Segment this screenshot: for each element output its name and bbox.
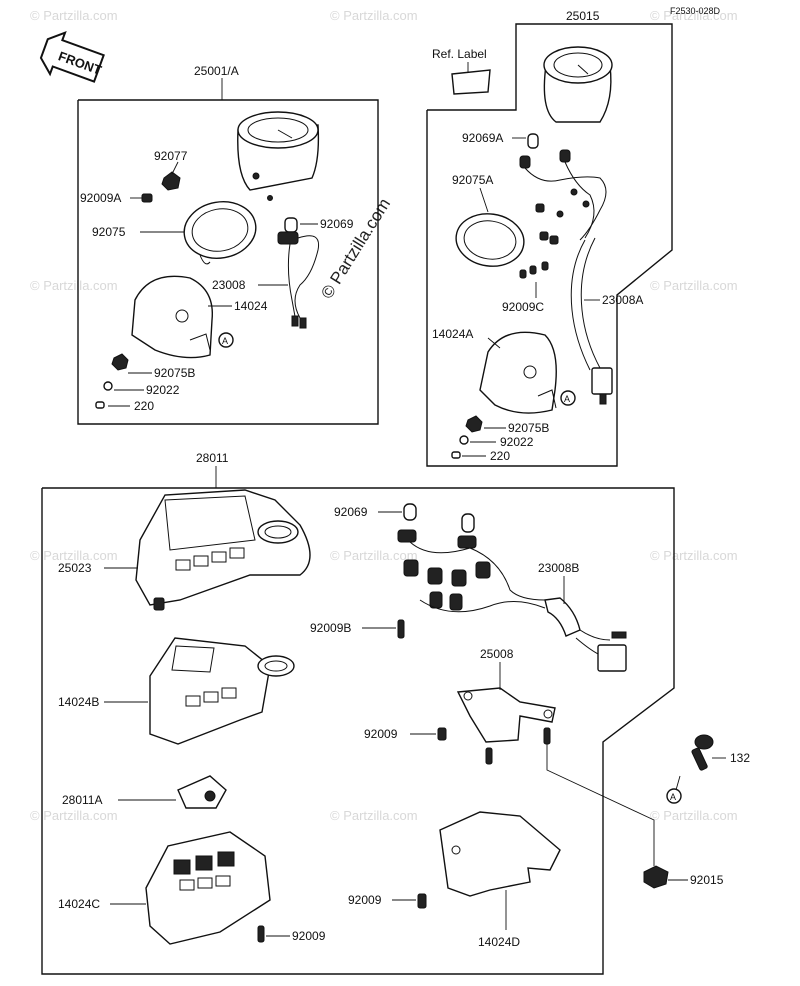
nut-92015: 92015 — [643, 865, 724, 889]
label-92009C: 92009C — [502, 300, 544, 314]
watermark: © Partzilla.com — [30, 278, 118, 293]
watermark: © Partzilla.com — [650, 808, 738, 823]
label-28011A: 28011A — [62, 793, 102, 807]
label-14024D: 14024D — [478, 935, 520, 949]
watermark: © Partzilla.com — [30, 808, 118, 823]
base-14024C — [145, 831, 271, 945]
label-92075B: 92075B — [508, 421, 549, 435]
speedometer — [237, 111, 320, 201]
label-14024B: 14024B — [58, 695, 99, 709]
label-92009B: 92009B — [310, 621, 351, 635]
label-23008B: 23008B — [538, 561, 579, 575]
tachometer — [543, 46, 613, 123]
label-220: 220 — [134, 399, 154, 413]
label-92022: 92022 — [146, 383, 180, 397]
cable-23008B — [544, 597, 627, 672]
watermark: © Partzilla.com — [330, 8, 418, 23]
socket-28011A — [177, 775, 227, 809]
label-14024C: 14024C — [58, 897, 100, 911]
housing-14024 — [131, 275, 214, 359]
bracket-25008 — [456, 687, 556, 743]
label-92077: 92077 — [154, 149, 188, 163]
ref-code: F2530-028D — [670, 6, 721, 16]
label-92009: 92009 — [348, 893, 382, 907]
watermark: © Partzilla.com — [330, 808, 418, 823]
watermark: © Partzilla.com — [330, 548, 418, 563]
label-92069A: 92069A — [462, 131, 503, 145]
bulb-socket-92069 — [277, 217, 320, 329]
ring-92075A — [455, 213, 525, 267]
label-92022: 92022 — [500, 435, 534, 449]
group-25015: 25015 Ref. Label 92069A — [426, 9, 673, 467]
label-92015: 92015 — [690, 873, 724, 887]
housing-14024B — [149, 637, 295, 745]
watermark: © Partzilla.com — [650, 278, 738, 293]
label-23008A: 23008A — [602, 293, 643, 307]
watermark-layer: © Partzilla.com © Partzilla.com © Partzi… — [30, 8, 738, 823]
label-92009: 92009 — [364, 727, 398, 741]
bolt-132: 132 A — [666, 734, 750, 804]
label-14024A: 14024A — [432, 327, 473, 341]
label-25008: 25008 — [480, 647, 514, 661]
front-arrow: FRONT — [39, 30, 105, 83]
watermark: © Partzilla.com — [650, 8, 738, 23]
label-25023: 25023 — [58, 561, 92, 575]
watermark: © Partzilla.com — [650, 548, 738, 563]
label-25001A: 25001/A — [194, 64, 239, 78]
label-132: 132 — [730, 751, 750, 765]
callout-a: A — [670, 792, 676, 802]
label-23008: 23008 — [212, 278, 246, 292]
label-92009: 92009 — [292, 929, 326, 943]
group-28011: 28011 25023 — [41, 451, 675, 975]
cable-23008A — [570, 237, 613, 405]
cover-25023 — [135, 489, 311, 611]
label-92075A: 92075A — [452, 173, 493, 187]
watermark: © Partzilla.com — [30, 548, 118, 563]
socket-harness — [519, 149, 607, 279]
cover-14024D — [439, 811, 561, 897]
label-92069: 92069 — [334, 505, 368, 519]
label-92069: 92069 — [320, 217, 354, 231]
label-92075B: 92075B — [154, 366, 195, 380]
label-28011: 28011 — [196, 451, 229, 465]
label-92075: 92075 — [92, 225, 126, 239]
callout-a: A — [564, 394, 570, 404]
ref-label: Ref. Label — [432, 47, 487, 61]
group-25001A: 25001/A 92077 92009A 92075 — [77, 64, 379, 425]
watermark-center: © Partzilla.com — [317, 195, 394, 302]
ring-92075 — [183, 201, 257, 265]
label-92009A: 92009A — [80, 191, 121, 205]
socket-assembly — [397, 503, 546, 613]
nut-92077 — [161, 171, 181, 191]
watermark: © Partzilla.com — [30, 8, 118, 23]
housing-14024A — [479, 331, 557, 414]
callout-a: A — [222, 336, 228, 346]
label-220: 220 — [490, 449, 510, 463]
label-14024: 14024 — [234, 299, 268, 313]
label-25015: 25015 — [566, 9, 600, 23]
